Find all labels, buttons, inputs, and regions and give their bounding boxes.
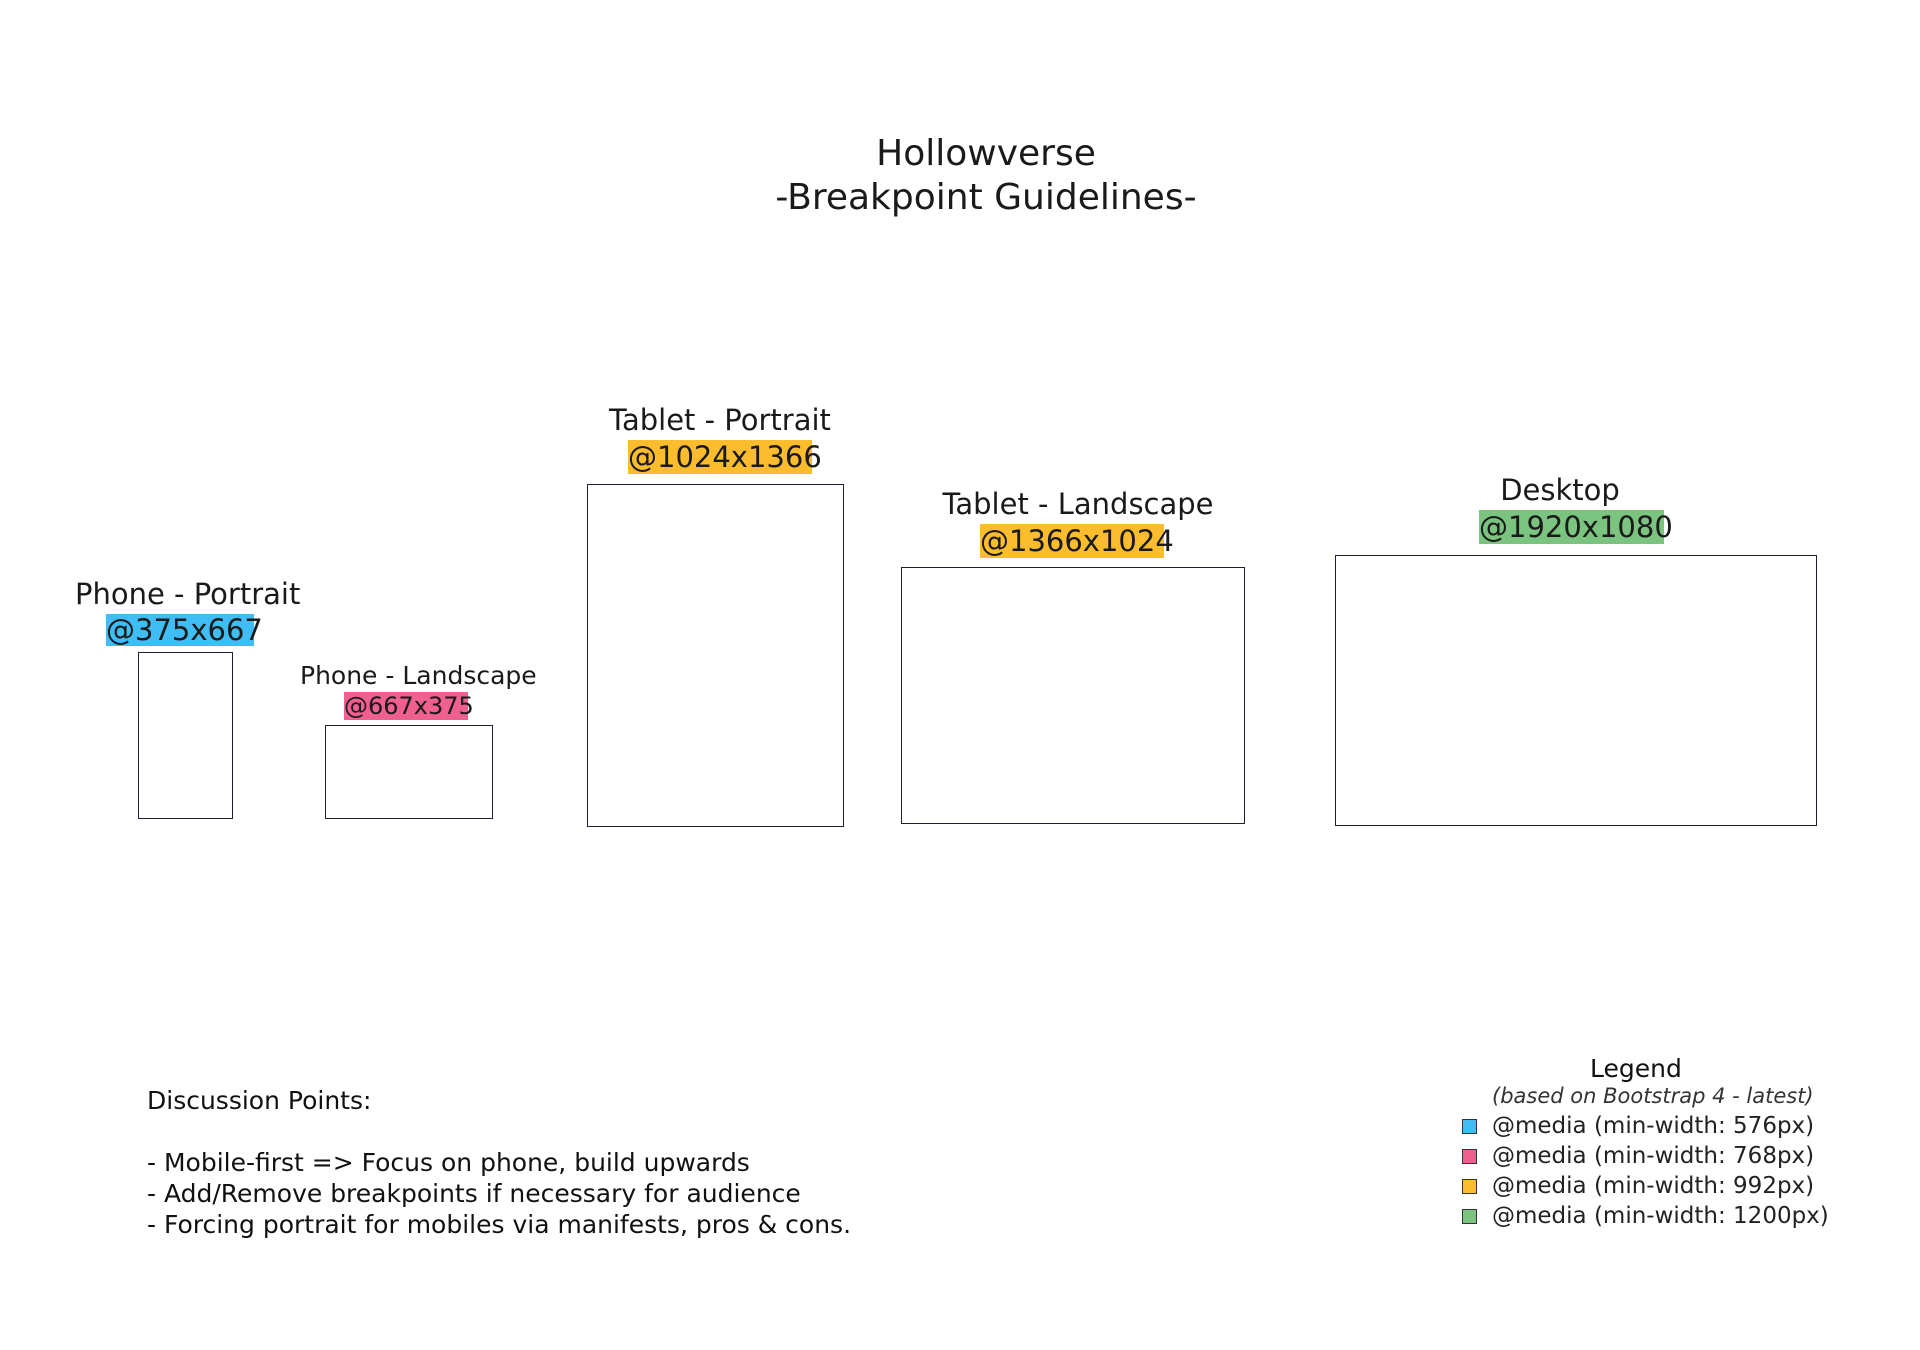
legend-item-label: @media (min-width: 576px) <box>1492 1113 1815 1139</box>
tablet-portrait-size-badge: @1024x1366 <box>628 440 822 474</box>
legend-item-576: @media (min-width: 576px) <box>1462 1111 1814 1141</box>
discussion-points: Discussion Points: - Mobile-first => Foc… <box>147 1085 851 1240</box>
legend-swatch-pink <box>1462 1148 1477 1164</box>
tablet-landscape-size-badge: @1366x1024 <box>980 524 1174 558</box>
phone-landscape-frame <box>325 725 493 819</box>
phone-portrait-label: Phone - Portrait <box>75 577 301 611</box>
legend-item-992: @media (min-width: 992px) <box>1462 1171 1814 1201</box>
legend-item-label: @media (min-width: 1200px) <box>1492 1203 1829 1229</box>
legend-title: Legend <box>1590 1054 1682 1083</box>
tablet-landscape-label: Tablet - Landscape <box>942 487 1214 521</box>
tablet-portrait-frame <box>587 484 844 827</box>
legend-item-label: @media (min-width: 992px) <box>1492 1173 1815 1199</box>
discussion-point: - Add/Remove breakpoints if necessary fo… <box>147 1179 801 1208</box>
discussion-heading: Discussion Points: <box>147 1086 372 1115</box>
phone-portrait-size-badge: @375x667 <box>106 613 263 647</box>
legend-item-768: @media (min-width: 768px) <box>1462 1141 1814 1171</box>
discussion-point: - Forcing portrait for mobiles via manif… <box>147 1210 852 1239</box>
desktop-size-badge: @1920x1080 <box>1479 510 1673 544</box>
phone-portrait-frame <box>138 652 233 819</box>
legend-swatch-blue <box>1462 1118 1477 1134</box>
phone-landscape-size-badge: @667x375 <box>344 692 474 720</box>
tablet-portrait-label: Tablet - Portrait <box>609 403 831 437</box>
phone-landscape-label: Phone - Landscape <box>300 661 537 690</box>
page-title: Hollowverse <box>876 133 1096 174</box>
legend-item-1200: @media (min-width: 1200px) <box>1462 1201 1829 1231</box>
legend-item-label: @media (min-width: 768px) <box>1492 1143 1815 1169</box>
desktop-label: Desktop <box>1500 473 1620 507</box>
tablet-landscape-frame <box>901 567 1245 824</box>
legend-subtitle: (based on Bootstrap 4 - latest) <box>1492 1084 1814 1108</box>
legend-swatch-orange <box>1462 1178 1477 1194</box>
desktop-frame <box>1335 555 1817 826</box>
discussion-point: - Mobile-first => Focus on phone, build … <box>147 1148 750 1177</box>
page-subtitle: -Breakpoint Guidelines- <box>775 177 1197 218</box>
legend-swatch-green <box>1462 1208 1477 1224</box>
